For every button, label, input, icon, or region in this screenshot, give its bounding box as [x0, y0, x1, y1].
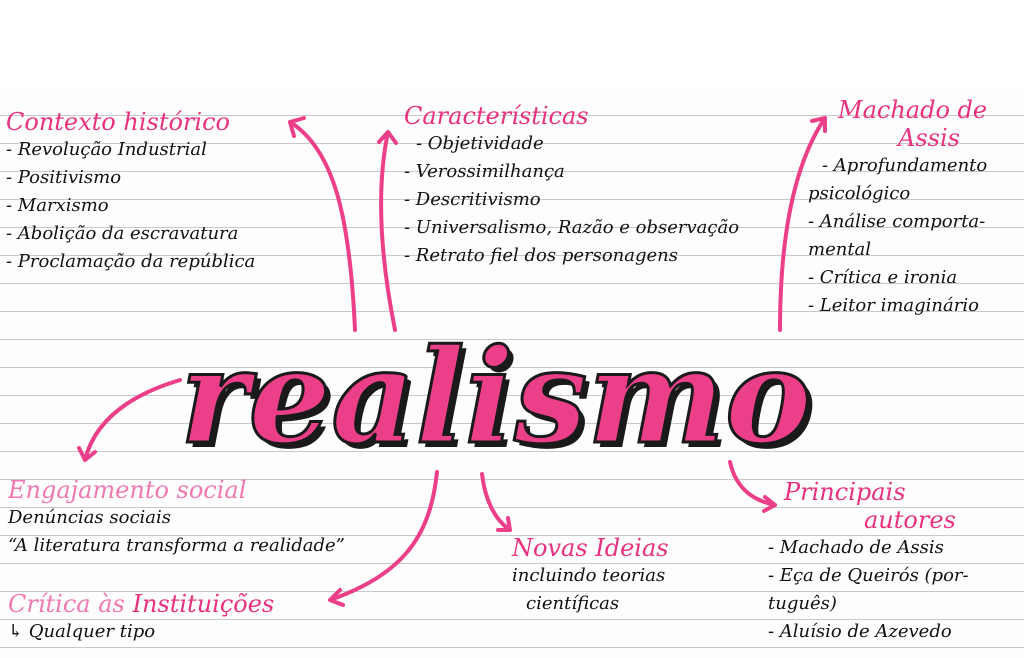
critica-title: Crítica às Instituições [8, 590, 274, 618]
list-item: - Aluísio de Azevedo [768, 621, 952, 642]
caracteristicas-node: Características - Objetividade - Verossi… [404, 102, 739, 270]
list-item: - Positivismo [6, 167, 122, 188]
ruled-paper [0, 88, 1024, 658]
list-item: - Objetividade [416, 133, 544, 154]
engajamento-title: Engajamento social [8, 476, 247, 504]
engajamento-social-node: Engajamento social Denúncias sociais “A … [8, 476, 345, 560]
list-item: - Proclamação da república [6, 251, 256, 272]
list-item: incluindo teorias [512, 565, 666, 586]
machado-title-line1: Machado de [838, 96, 988, 124]
arrow-to-machado [778, 116, 827, 332]
arrow-to-contexto [288, 116, 357, 332]
novas-ideias-node: Novas Ideias incluindo teorias científic… [512, 534, 669, 618]
list-item: mental [808, 239, 872, 260]
list-item: tuguês) [768, 593, 837, 614]
machado-title-line2: Assis [898, 124, 960, 152]
critica-title-part2: Instituições [132, 590, 275, 618]
critica-instituicoes-node: Crítica às Instituições ↳ Qualquer tipo [8, 590, 274, 646]
principais-autores-node: Principais autores - Machado de Assis - … [768, 478, 969, 646]
list-item: Denúncias sociais [8, 507, 172, 528]
list-item: - Aprofundamento [822, 155, 988, 176]
arrow-to-critica [328, 470, 439, 607]
list-item: - Universalismo, Razão e observação [404, 217, 740, 238]
novas-ideias-title: Novas Ideias [512, 534, 669, 562]
page-top-margin [0, 0, 1024, 88]
list-item: - Marxismo [6, 195, 109, 216]
list-item: - Eça de Queirós (por- [768, 565, 969, 586]
list-item: científicas [526, 593, 620, 614]
arrow-to-engajamento [77, 378, 182, 462]
list-item: psicológico [808, 183, 911, 204]
list-item: ↳ Qualquer tipo [8, 621, 156, 642]
list-item: - Machado de Assis [768, 537, 944, 558]
list-item: - Abolição da escravatura [6, 223, 239, 244]
machado-de-assis-node: Machado de Assis - Aprofundamento psicol… [808, 96, 987, 320]
list-item: - Verossimilhança [404, 161, 565, 182]
contexto-historico-node: Contexto histórico - Revolução Industria… [6, 108, 255, 276]
list-item: - Análise comporta- [808, 211, 986, 232]
arrow-to-autores [728, 460, 777, 513]
arrow-to-novas-ideias [480, 472, 512, 532]
caracteristicas-title: Características [404, 102, 589, 130]
autores-title-line2: autores [864, 506, 956, 534]
list-item: - Retrato fiel dos personagens [404, 245, 679, 266]
arrow-to-caracteristicas [377, 130, 398, 332]
autores-title-line1: Principais [784, 478, 906, 506]
list-item: - Descritivismo [404, 189, 541, 210]
list-item: - Leitor imaginário [808, 295, 979, 316]
central-title: realismo [179, 320, 814, 473]
list-item: - Crítica e ironia [808, 267, 958, 288]
contexto-title: Contexto histórico [6, 108, 230, 136]
list-item: “A literatura transforma a realidade” [8, 535, 345, 556]
list-item: - Revolução Industrial [6, 139, 207, 160]
critica-title-part1: Crítica às [8, 590, 125, 618]
